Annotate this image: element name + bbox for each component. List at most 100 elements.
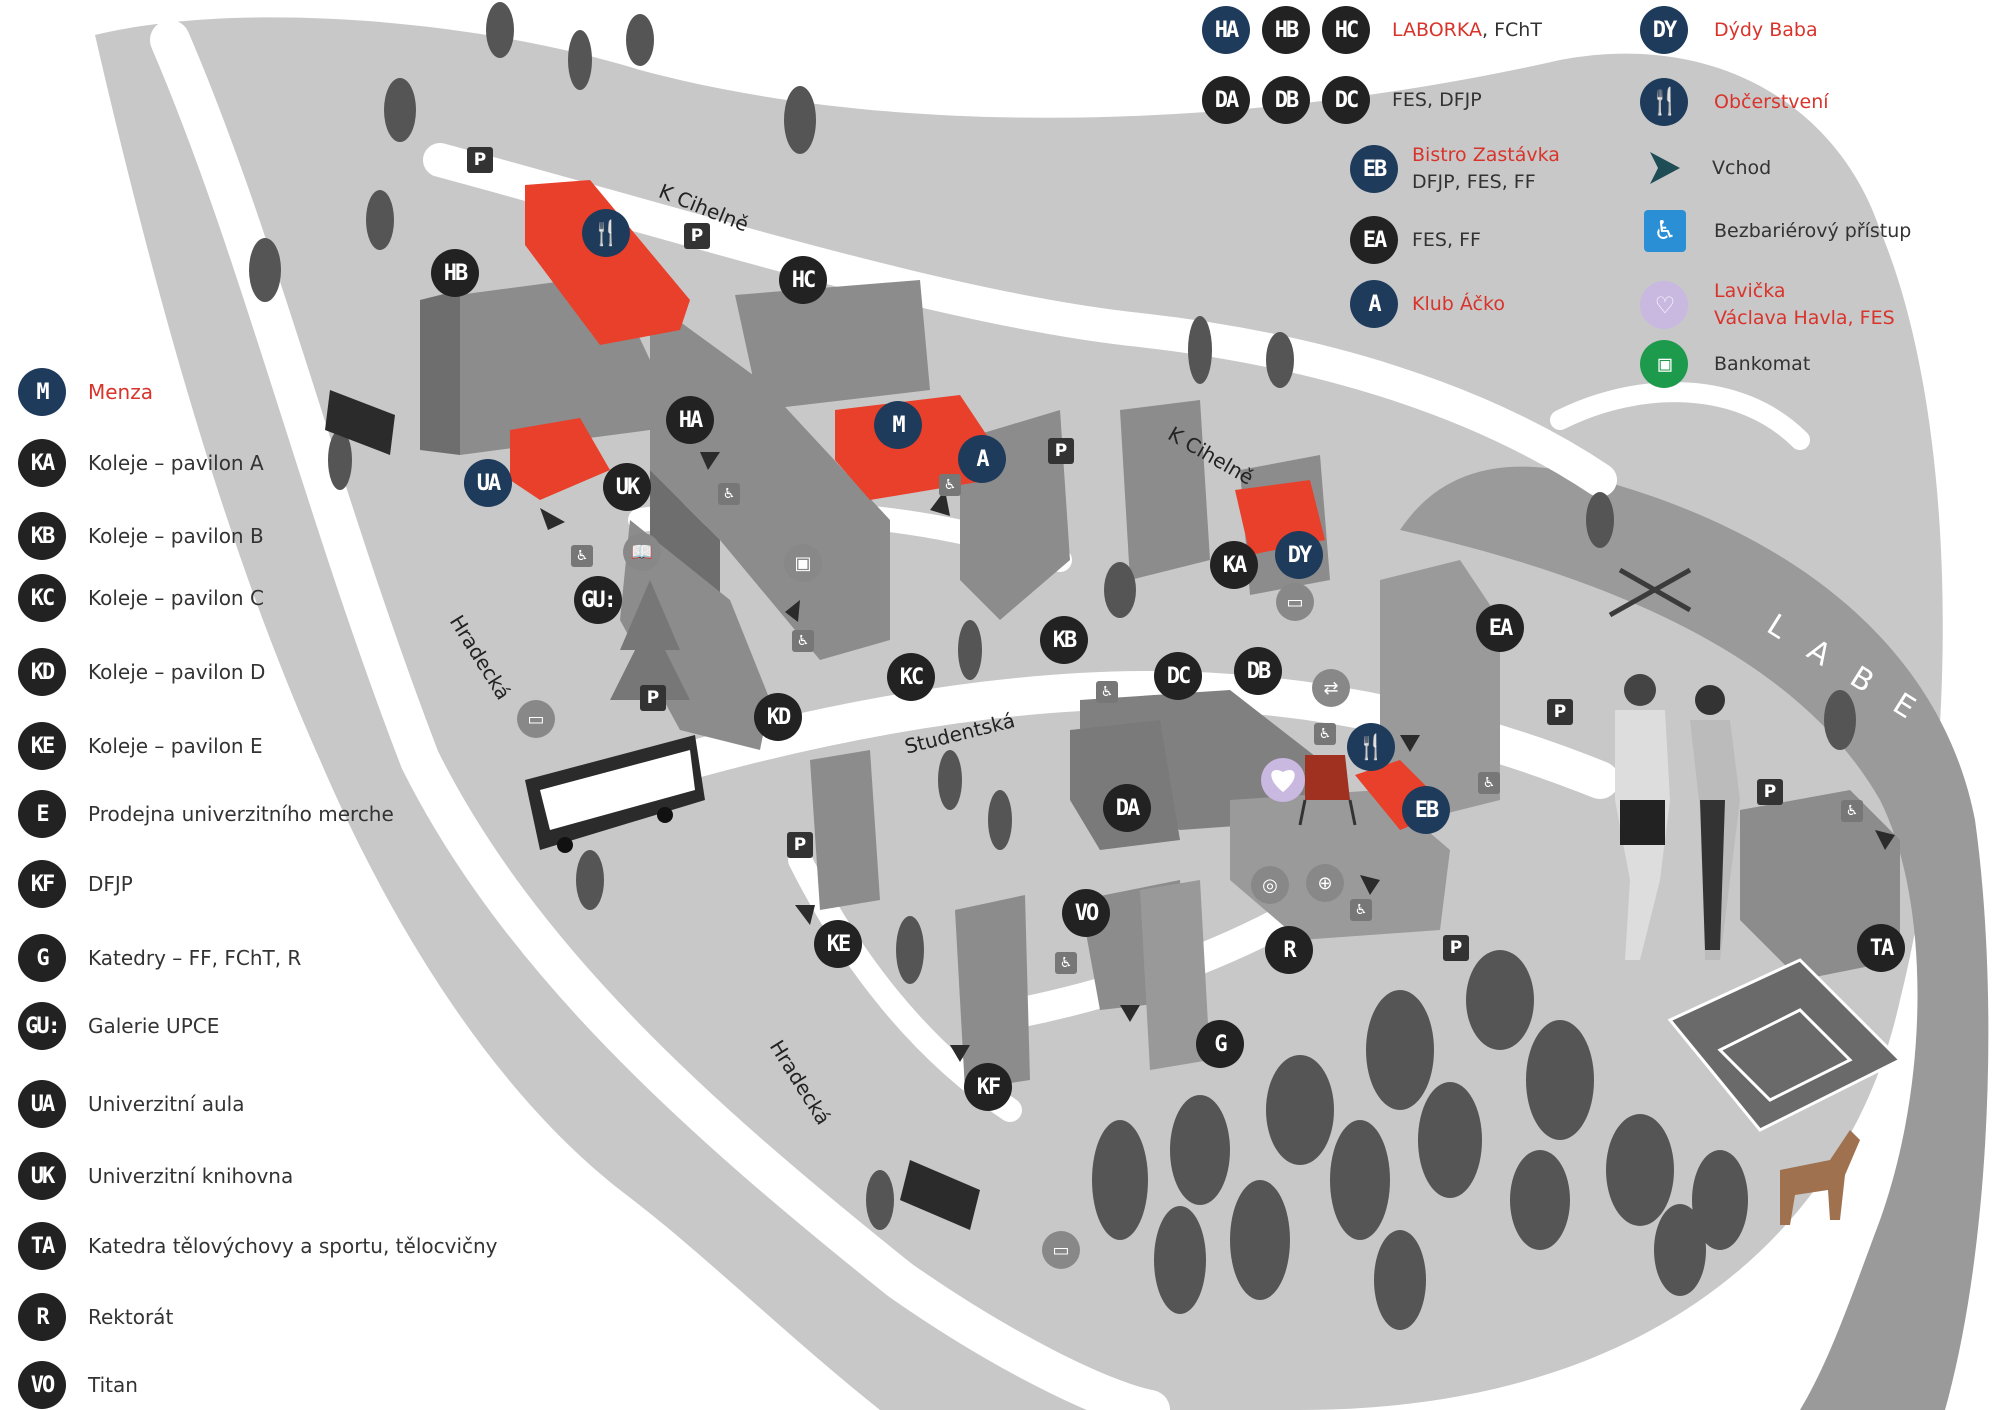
entrance-arrow-icon — [1120, 1005, 1140, 1022]
map-badge-dy[interactable]: DY — [1275, 531, 1323, 579]
legend-bezbarierovy: Bezbariérový přístup — [1714, 219, 1912, 242]
entrance-arrow-icon — [540, 508, 565, 530]
badge-ua: UA — [18, 1080, 66, 1128]
legend-row-atm: ▣ Bankomat — [1640, 340, 1810, 388]
parking-icon: P — [640, 685, 666, 711]
legend-item-ta: TA Katedra tělovýchovy a sportu, tělocvič… — [18, 1222, 498, 1270]
legend-item-gu: GU:Galerie UPCE — [18, 1002, 219, 1050]
map-badge-uk[interactable]: UK — [603, 463, 651, 511]
atm-icon: ▣ — [1640, 340, 1688, 388]
badge-kb: KB — [18, 512, 66, 560]
parking-icon: P — [787, 832, 813, 858]
map-badge-ta[interactable]: TA — [1857, 924, 1905, 972]
map-badge-ua[interactable]: UA — [464, 459, 512, 507]
bus-stop-icon: ▭ — [517, 700, 555, 738]
badge-db: DB — [1262, 76, 1310, 124]
legend-label: Koleje – pavilon C — [88, 586, 264, 610]
map-badge-hc[interactable]: HC — [779, 256, 827, 304]
coins-icon: ◎ — [1251, 866, 1289, 904]
atm-icon: ▣ — [784, 544, 822, 582]
legend-label: Univerzitní knihovna — [88, 1164, 294, 1188]
map-badge-r[interactable]: R — [1265, 926, 1313, 974]
legend-row-dydy: DY Dýdy Baba — [1640, 6, 1818, 54]
legend-dydy-baba: Dýdy Baba — [1714, 18, 1818, 41]
cars — [325, 390, 980, 1230]
legend-label: Koleje – pavilon B — [88, 524, 264, 548]
legend-label: DFJP — [88, 872, 133, 896]
fork-knife-icon: 🍴 — [1347, 723, 1395, 771]
map-badge-kd[interactable]: KD — [754, 693, 802, 741]
legend-fcht: , FChT — [1482, 18, 1542, 41]
map-badge-dc[interactable]: DC — [1154, 652, 1202, 700]
parking-icon: P — [1443, 935, 1469, 961]
map-badge-hb[interactable]: HB — [431, 249, 479, 297]
legend-eb-faculties: DFJP, FES, FF — [1412, 171, 1536, 193]
wheelchair-icon: ♿ — [939, 474, 961, 496]
legend-label: Galerie UPCE — [88, 1014, 220, 1038]
legend-laborka: LABORKA — [1392, 18, 1482, 41]
map-badge-kc[interactable]: KC — [887, 653, 935, 701]
legend-label: Katedry – FF, FChT, R — [88, 946, 302, 970]
badge-ea: EA — [1350, 216, 1398, 264]
map-badge-g[interactable]: G — [1196, 1020, 1244, 1068]
map-badge-eb[interactable]: EB — [1402, 786, 1450, 834]
map-badge-ea[interactable]: EA — [1476, 604, 1524, 652]
wheelchair-icon: ♿ — [1478, 772, 1500, 794]
map-badge-m[interactable]: M — [874, 401, 922, 449]
map-badge-kf[interactable]: KF — [964, 1063, 1012, 1111]
entrance-arrow-icon — [1650, 152, 1680, 184]
legend-item-kc: KC Koleje – pavilon C — [18, 574, 264, 622]
legend-klub-acko: Klub Áčko — [1412, 292, 1505, 315]
entrance-arrow-icon — [1400, 735, 1420, 752]
translate-icon: ⇄ — [1312, 669, 1350, 707]
building-r — [1230, 790, 1450, 940]
map-badge-gu[interactable]: GU: — [574, 576, 622, 624]
badge-kc: KC — [18, 574, 66, 622]
map-badge-ke[interactable]: KE — [814, 920, 862, 968]
fork-knife-icon: 🍴 — [582, 209, 630, 257]
badge-dy: DY — [1640, 6, 1688, 54]
badge-vo: VO — [18, 1361, 66, 1409]
badge-r: R — [18, 1293, 66, 1341]
parking-icon: P — [684, 223, 710, 249]
legend-label: Katedra tělovýchovy a sportu, tělocvičny — [88, 1234, 498, 1258]
wheelchair-icon: ♿ — [718, 483, 740, 505]
people-illustration — [1615, 674, 1740, 960]
map-badge-a[interactable]: A — [958, 435, 1006, 483]
legend-item-kf: KF DFJP — [18, 860, 133, 908]
wheelchair-icon: ♿ — [1841, 800, 1863, 822]
map-badge-db[interactable]: DB — [1234, 647, 1282, 695]
legend-ea-faculties: FES, FF — [1412, 228, 1481, 251]
bus-stop-icon: ▭ — [1276, 583, 1314, 621]
legend-label: Koleje – pavilon D — [88, 660, 266, 684]
heart-icon: ♡ — [1640, 281, 1688, 329]
legend-row-entrance: Vchod — [1648, 150, 1771, 186]
deer-illustration — [1780, 1130, 1860, 1225]
map-badge-ha[interactable]: HA — [666, 396, 714, 444]
map-badge-da[interactable]: DA — [1103, 784, 1151, 832]
map-badge-vo[interactable]: VO — [1062, 889, 1110, 937]
badge-kf: KF — [18, 860, 66, 908]
legend-item-kb: KB Koleje – pavilon B — [18, 512, 264, 560]
badge-ta: TA — [18, 1222, 66, 1270]
red-building-ua — [510, 418, 610, 500]
building-g — [1140, 880, 1210, 1070]
legend-label: Menza — [88, 380, 153, 404]
map-badge-kb[interactable]: KB — [1040, 616, 1088, 664]
legend-bistro: Bistro Zastávka — [1412, 144, 1560, 166]
legend-label: Prodejna univerzitního merche — [88, 802, 394, 826]
badge-ha: HA — [1202, 6, 1250, 54]
wheelchair-icon: ♿ — [1096, 681, 1118, 703]
entrance-arrow-icon — [950, 1045, 970, 1062]
map-badge-ka[interactable]: KA — [1210, 541, 1258, 589]
